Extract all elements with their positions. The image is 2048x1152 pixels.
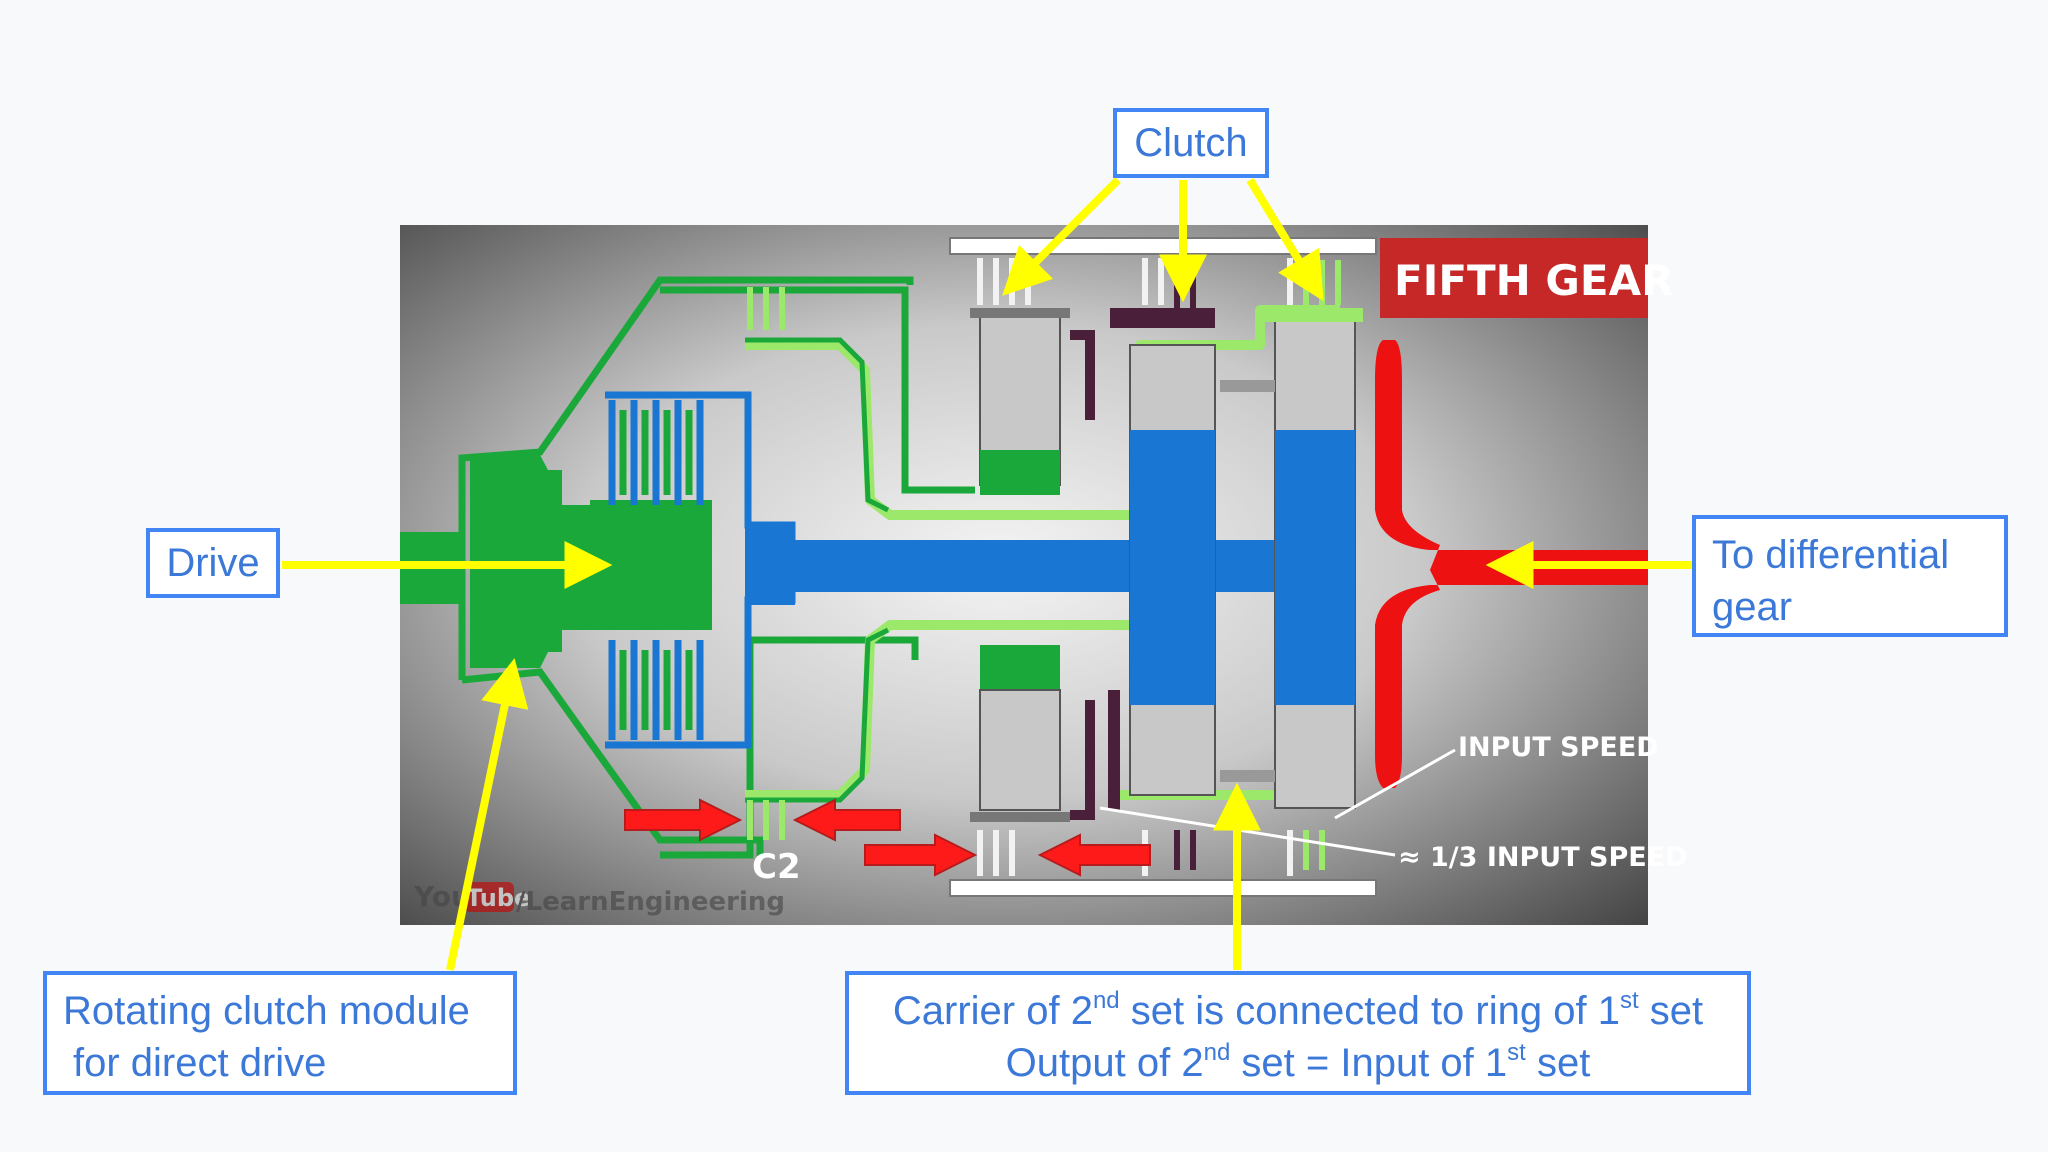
- clutch-callout-text: Clutch: [1134, 121, 1248, 165]
- input-speed-label: INPUT SPEED: [1458, 732, 1659, 763]
- carrier-callout-line1: Carrier of 2nd set is connected to ring …: [892, 987, 1704, 1034]
- rotating-clutch-line1: Rotating clutch module: [63, 989, 470, 1033]
- carrier-callout-line2: Output of 2nd set = Input of 1st set: [1005, 1039, 1591, 1086]
- fifth-gear-title: FIFTH GEAR: [1394, 256, 1673, 305]
- clutch-callout: Clutch: [1113, 108, 1269, 178]
- rotating-clutch-callout: Rotating clutch module for direct drive: [43, 971, 517, 1095]
- clutch-arrow-left: [1002, 177, 1121, 296]
- transmission-illustration: FIFTH GEAR C2 INPUT SPEED ≈ 1/3 INPUT SP…: [400, 225, 1688, 925]
- youtube-watermark: You Tube /LearnEngineering: [413, 880, 785, 917]
- engagement-arrows: [624, 798, 1151, 877]
- c2-label: C2: [752, 847, 801, 887]
- carrier-callout: Carrier of 2nd set is connected to ring …: [845, 971, 1751, 1095]
- svg-text:Tube: Tube: [466, 884, 530, 912]
- planetary-set-3: [1220, 308, 1363, 809]
- rotating-clutch-arrow: [446, 658, 529, 971]
- speed-pointers: [1099, 748, 1456, 857]
- drive-callout-text: Drive: [166, 541, 260, 585]
- rotating-clutch-line2: for direct drive: [73, 1041, 327, 1085]
- planetary-set-2: [1070, 308, 1216, 820]
- third-speed-label: ≈ 1/3 INPUT SPEED: [1398, 842, 1688, 873]
- clutch-arrow-right: [1246, 177, 1324, 302]
- svg-text:/LearnEngineering: /LearnEngineering: [516, 887, 785, 917]
- fifth-gear-banner: [1380, 238, 1648, 318]
- differential-callout-line2: gear: [1712, 585, 1793, 629]
- differential-callout: To differential gear: [1692, 515, 2008, 637]
- drive-callout: Drive: [146, 528, 280, 598]
- planetary-set-1: [970, 308, 1070, 822]
- annotation-arrows: [282, 177, 1692, 971]
- differential-callout-line1: To differential: [1712, 533, 1950, 577]
